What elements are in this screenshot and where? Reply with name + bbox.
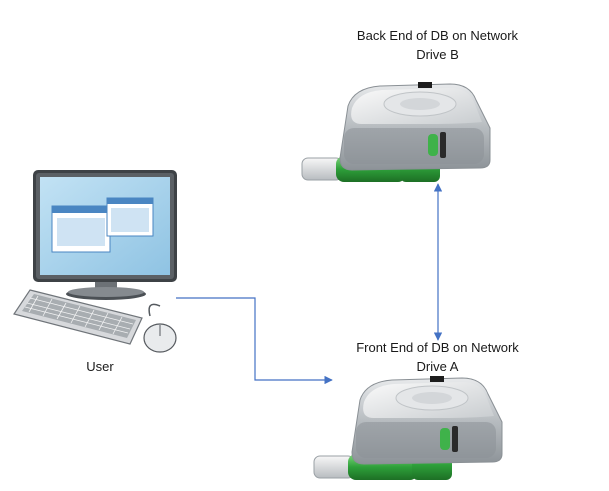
drive-b-icon — [301, 82, 491, 182]
connector-user-to-drive-a — [176, 297, 333, 385]
drive-a-label: Front End of DB on Network Drive A — [330, 338, 545, 376]
drive-a-icon — [313, 376, 503, 480]
drive-a-label-line2: Drive A — [416, 359, 459, 374]
drive-b-label-line2: Drive B — [416, 47, 459, 62]
user-label: User — [86, 359, 114, 374]
drive-b-label: Back End of DB on Network Drive B — [330, 26, 545, 64]
drive-b-label-line1: Back End of DB on Network — [356, 28, 519, 43]
computer-icon — [13, 170, 177, 353]
drive-a-label-line1: Front End of DB on Network — [356, 340, 519, 355]
monitor-icon — [33, 170, 177, 300]
keyboard-icon — [13, 289, 143, 345]
mouse-icon — [143, 303, 177, 353]
